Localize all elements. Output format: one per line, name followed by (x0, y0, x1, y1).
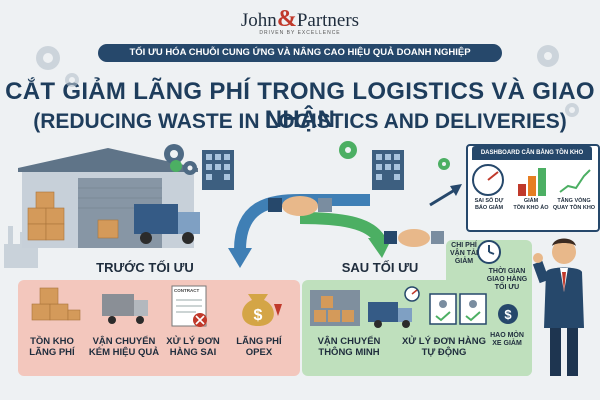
gauge-icon (404, 286, 420, 302)
gear-icon (164, 144, 197, 175)
businessman-icon (532, 238, 584, 376)
title-english: (REDUCING WASTE IN LOGISTICS AND DELIVER… (33, 110, 567, 133)
dashboard-graphics (472, 164, 591, 196)
brand-logo: John&Partners (240, 6, 360, 32)
order-screen-icon (429, 293, 487, 325)
handshake-icon (268, 196, 332, 216)
money-bag-icon: $ (242, 294, 282, 326)
handshake-icon (384, 229, 444, 247)
dashboard-title: DASHBOARD CÂN BẰNG TỒN KHO (472, 146, 592, 160)
brand-tagline: DRIVEN BY EXCELLENCE (259, 30, 341, 36)
title-vietnamese: CẮT GIẢM LÃNG PHÍ TRONG LOGISTICS VÀ GIA… (5, 78, 595, 133)
contract-icon (171, 285, 207, 327)
building-icon (202, 150, 234, 190)
truck-icon (134, 204, 200, 244)
banner: TỐI ƯU HÓA CHUỖI CUNG ỨNG VÀ NÂNG CAO HI… (98, 44, 502, 62)
boxes-icon (31, 287, 81, 321)
truck-icon (102, 294, 148, 324)
dollar-icon: $ (498, 304, 518, 324)
truck-icon (368, 302, 412, 328)
after-icons (310, 286, 487, 328)
gear-icon (170, 141, 450, 172)
green-arrow (299, 212, 386, 244)
building-icon (372, 150, 404, 190)
svg-text:$: $ (254, 307, 263, 324)
clock-icon (477, 240, 501, 264)
svg-text:$: $ (504, 307, 512, 322)
contract-label: CONTRACT (174, 288, 200, 293)
before-icons (31, 285, 207, 327)
before-heading: TRƯỚC TỐI ƯU (96, 260, 194, 275)
warehouse-icon (18, 148, 200, 248)
after-heading: SAU TỐI ƯU (341, 260, 419, 275)
